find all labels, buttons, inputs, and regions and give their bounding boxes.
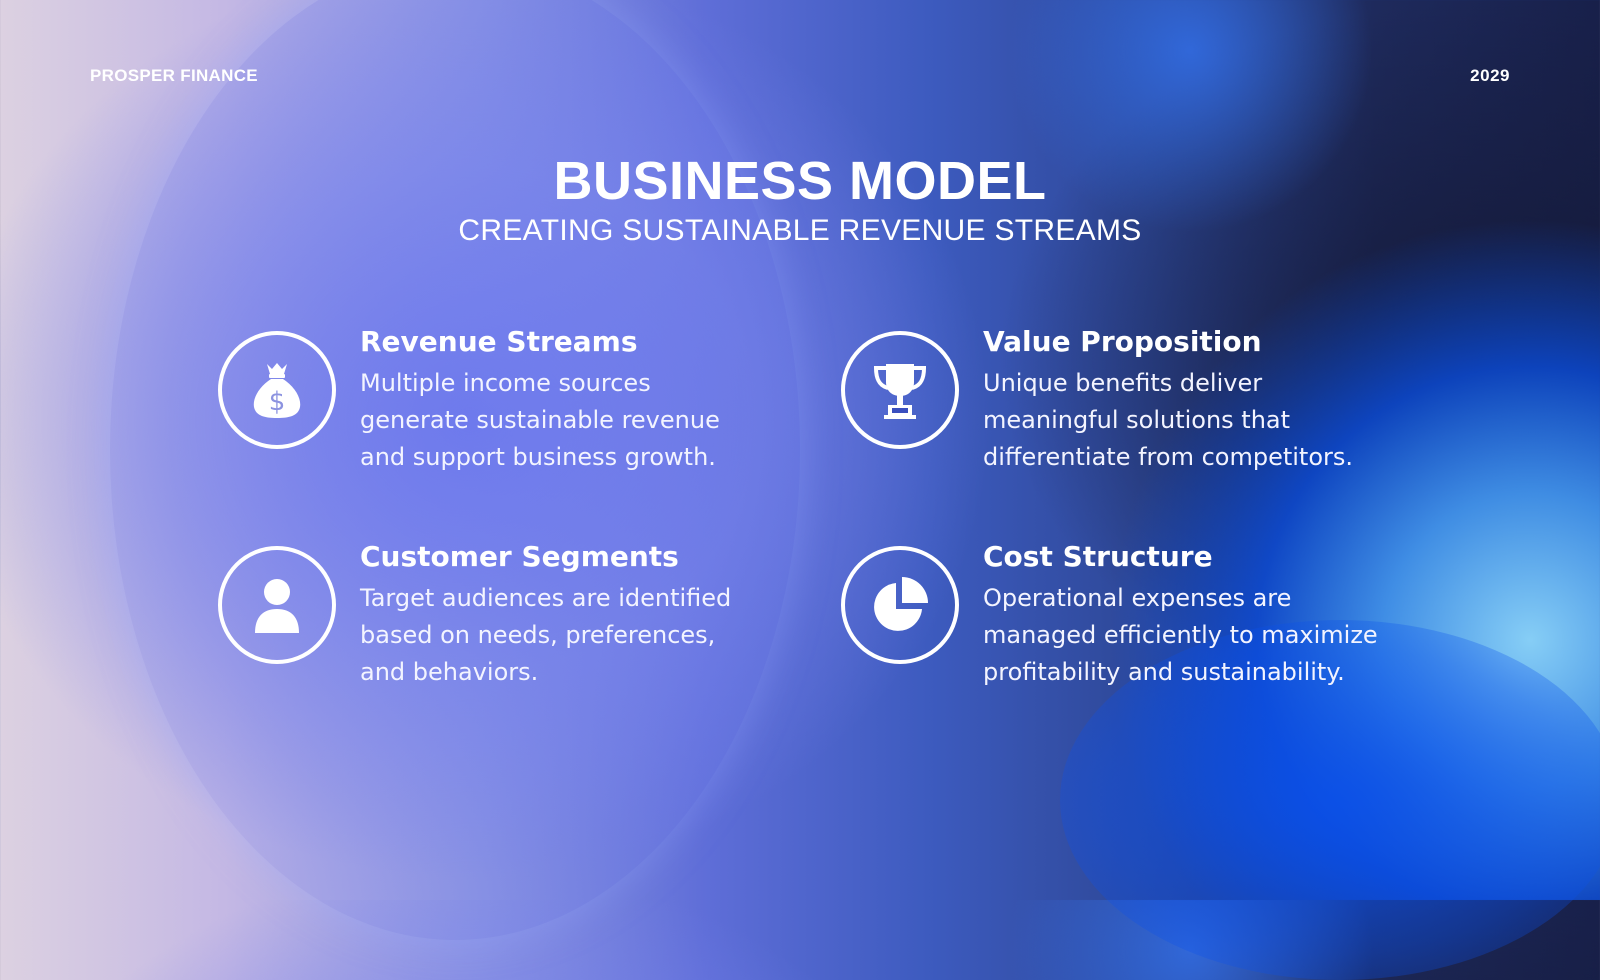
card-title: Revenue Streams [360,325,638,358]
card-title: Customer Segments [360,540,679,573]
user-icon [255,579,299,633]
user-icon-circle [218,546,336,664]
svg-text:$: $ [269,387,286,417]
card-title: Value Proposition [983,325,1262,358]
trophy-icon-circle [841,331,959,449]
year-label: 2029 [1470,66,1510,85]
card-description: Target audiences are identified based on… [360,584,732,686]
money-bag-icon-circle: $ [218,331,336,449]
trophy-icon [873,364,927,419]
page-title: BUSINESS MODEL [553,151,1047,211]
background-circle [110,0,800,940]
card-title: Cost Structure [983,540,1213,573]
page-subtitle: CREATING SUSTAINABLE REVENUE STREAMS [458,214,1142,247]
card-description: Operational expenses are managed efficie… [983,584,1378,686]
card-description: Unique benefits deliver meaningful solut… [983,369,1354,471]
pie-chart-icon-circle [841,546,959,664]
card-description: Multiple income sources generate sustain… [360,369,720,471]
money-bag-icon: $ [253,363,301,418]
brand-name: PROSPER FINANCE [90,66,258,85]
pie-chart-icon [874,577,928,631]
